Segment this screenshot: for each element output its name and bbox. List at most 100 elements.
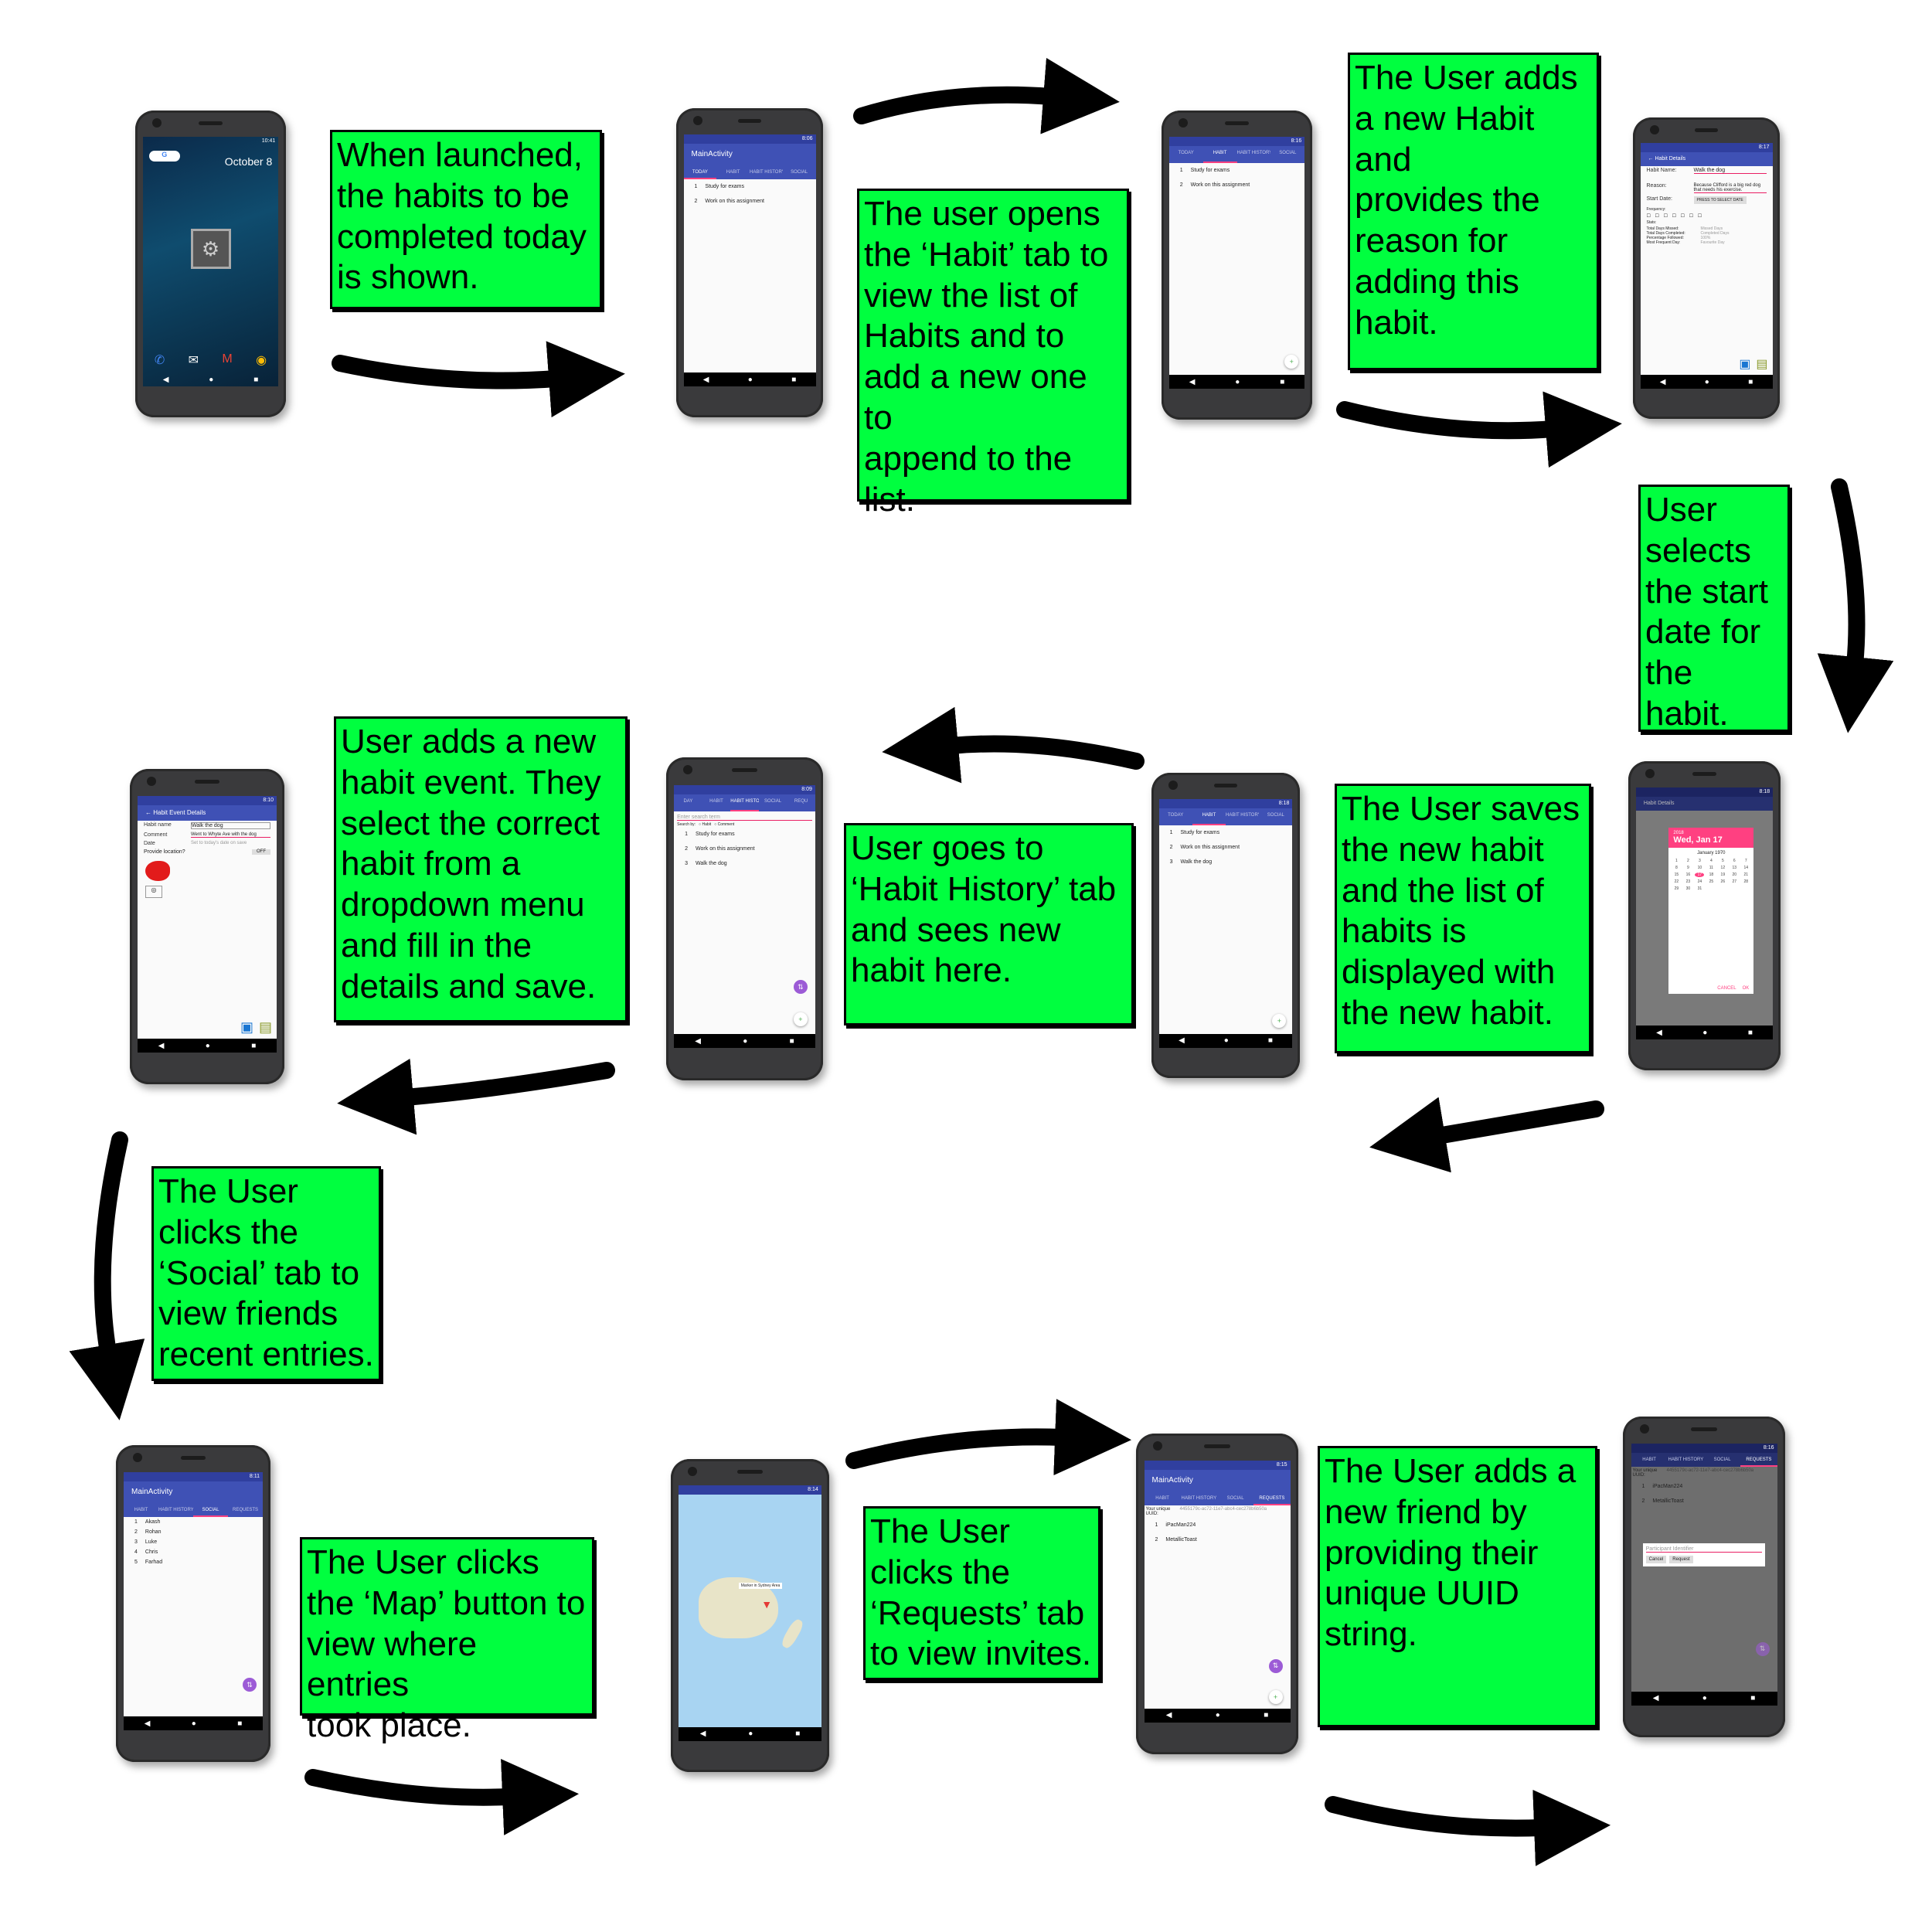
back-icon[interactable]: ◀ xyxy=(158,1041,165,1050)
home-icon[interactable]: ● xyxy=(191,1719,196,1728)
phone-app-icon[interactable]: ✆ xyxy=(154,354,165,368)
back-icon[interactable]: ◀ xyxy=(1652,1694,1659,1702)
home-icon[interactable]: ● xyxy=(748,1730,753,1738)
back-icon[interactable]: ◀ xyxy=(144,1719,151,1728)
tab-social[interactable]: SOCIAL xyxy=(193,1503,228,1517)
tab-habit[interactable]: HABIT xyxy=(1155,1496,1169,1502)
tab-habit-history[interactable]: HABIT HISTORY xyxy=(1668,1458,1704,1463)
tab-requests[interactable]: REQUESTS xyxy=(232,1507,258,1512)
tab-habit[interactable]: HABIT xyxy=(1192,808,1226,825)
recents-icon[interactable]: ■ xyxy=(251,1041,257,1050)
home-icon[interactable]: ● xyxy=(1704,377,1709,386)
add-event-button[interactable]: + xyxy=(793,1012,808,1027)
back-icon[interactable]: ◀ xyxy=(1659,377,1666,386)
tab-social[interactable]: SOCIAL xyxy=(764,798,782,804)
tab-today[interactable]: TODAY xyxy=(683,165,717,179)
search-input[interactable]: Enter search term xyxy=(677,815,812,821)
tab-habit-history[interactable]: HABIT HISTORY xyxy=(750,170,783,175)
home-icon[interactable]: ● xyxy=(1223,1036,1229,1045)
camera-icon[interactable]: ◎ xyxy=(145,885,162,898)
map-button[interactable]: ⇅ xyxy=(243,1678,257,1692)
add-habit-button[interactable]: + xyxy=(1272,1013,1287,1028)
save-icon[interactable]: ▣ xyxy=(1739,358,1751,371)
map-marker-icon[interactable]: ▼ xyxy=(761,1597,773,1611)
search-pill[interactable]: G xyxy=(148,150,180,162)
map-button[interactable]: ⇅ xyxy=(793,980,808,995)
gmail-app-icon[interactable]: M xyxy=(222,352,233,366)
request-button[interactable]: Request xyxy=(1669,1555,1693,1563)
back-icon[interactable]: ◀ xyxy=(1656,1028,1662,1037)
location-toggle[interactable]: OFF xyxy=(252,849,270,855)
home-icon[interactable]: ● xyxy=(743,1036,748,1046)
select-date-button[interactable]: PRESS TO SELECT DATE xyxy=(1693,196,1747,205)
tab-today[interactable]: TODAY xyxy=(1168,812,1184,818)
back-icon[interactable]: ◀ xyxy=(702,375,709,384)
back-icon[interactable]: ◀ xyxy=(1179,1036,1185,1045)
recents-icon[interactable]: ■ xyxy=(237,1719,243,1728)
recents-icon[interactable]: ■ xyxy=(1267,1036,1273,1045)
tab-social[interactable]: SOCIAL xyxy=(1267,812,1284,818)
name-field[interactable]: Habit Name:Walk the dog xyxy=(1641,166,1773,175)
back-icon[interactable]: ◀ xyxy=(699,1730,706,1738)
chrome-app-icon[interactable]: ◉ xyxy=(256,354,267,368)
back-icon[interactable]: ◀ xyxy=(162,375,169,384)
tab-habit-history[interactable]: HABIT HISTORY xyxy=(730,794,759,811)
back-arrow-icon[interactable]: ← xyxy=(1648,156,1655,162)
trash-icon[interactable]: ▤ xyxy=(258,1019,272,1036)
add-habit-button[interactable]: + xyxy=(1284,355,1299,369)
recents-icon[interactable]: ■ xyxy=(1264,1711,1269,1719)
back-icon[interactable]: ◀ xyxy=(695,1036,701,1046)
add-friend-button[interactable]: ⇅ xyxy=(1755,1641,1770,1656)
tab-social[interactable]: SOCIAL xyxy=(1279,151,1297,155)
back-arrow-icon[interactable]: ← xyxy=(145,808,154,816)
recents-icon[interactable]: ■ xyxy=(253,375,259,384)
ok-button[interactable]: OK xyxy=(1742,986,1750,992)
participant-id-input[interactable]: Participant Identifier xyxy=(1645,1546,1763,1553)
tab-habit[interactable]: HABIT xyxy=(134,1507,148,1512)
cancel-button[interactable]: CANCEL xyxy=(1717,986,1736,992)
frequency-checkboxes[interactable]: ☐ ☐ ☐ ☐ ☐ ☐ ☐ xyxy=(1646,214,1704,219)
tab-requests[interactable]: REQUESTS xyxy=(1740,1453,1777,1468)
cancel-button[interactable]: Cancel xyxy=(1645,1555,1667,1563)
recents-icon[interactable]: ■ xyxy=(1748,377,1753,386)
tab-habit-history[interactable]: HABIT HISTORY xyxy=(158,1507,193,1512)
home-icon[interactable]: ● xyxy=(1215,1711,1220,1719)
tab-today[interactable]: TODAY xyxy=(1178,151,1194,155)
recents-icon[interactable]: ■ xyxy=(789,1036,794,1046)
home-icon[interactable]: ● xyxy=(1702,1028,1708,1037)
add-friend-button[interactable]: ⇅ xyxy=(1268,1658,1283,1673)
tab-social[interactable]: SOCIAL xyxy=(1713,1458,1731,1463)
tab-habit-history[interactable]: HABIT HISTORY xyxy=(1181,1496,1217,1502)
recents-icon[interactable]: ■ xyxy=(791,375,797,384)
tab-habit[interactable]: HABIT xyxy=(709,798,723,804)
save-icon[interactable]: ▣ xyxy=(240,1019,253,1036)
radio-comment[interactable]: ○ Comment xyxy=(714,821,735,827)
tab-habit-history[interactable]: HABIT HISTORY xyxy=(1226,812,1260,818)
recents-icon[interactable]: ■ xyxy=(1280,377,1285,386)
tab-habit[interactable]: HABIT xyxy=(1642,1458,1656,1463)
recents-icon[interactable]: ■ xyxy=(795,1730,801,1738)
picker-month[interactable]: January 1970 xyxy=(1697,851,1726,856)
recents-icon[interactable]: ■ xyxy=(1747,1028,1753,1037)
tab-habit[interactable]: HABIT xyxy=(726,170,740,175)
home-icon[interactable]: ● xyxy=(205,1041,210,1050)
